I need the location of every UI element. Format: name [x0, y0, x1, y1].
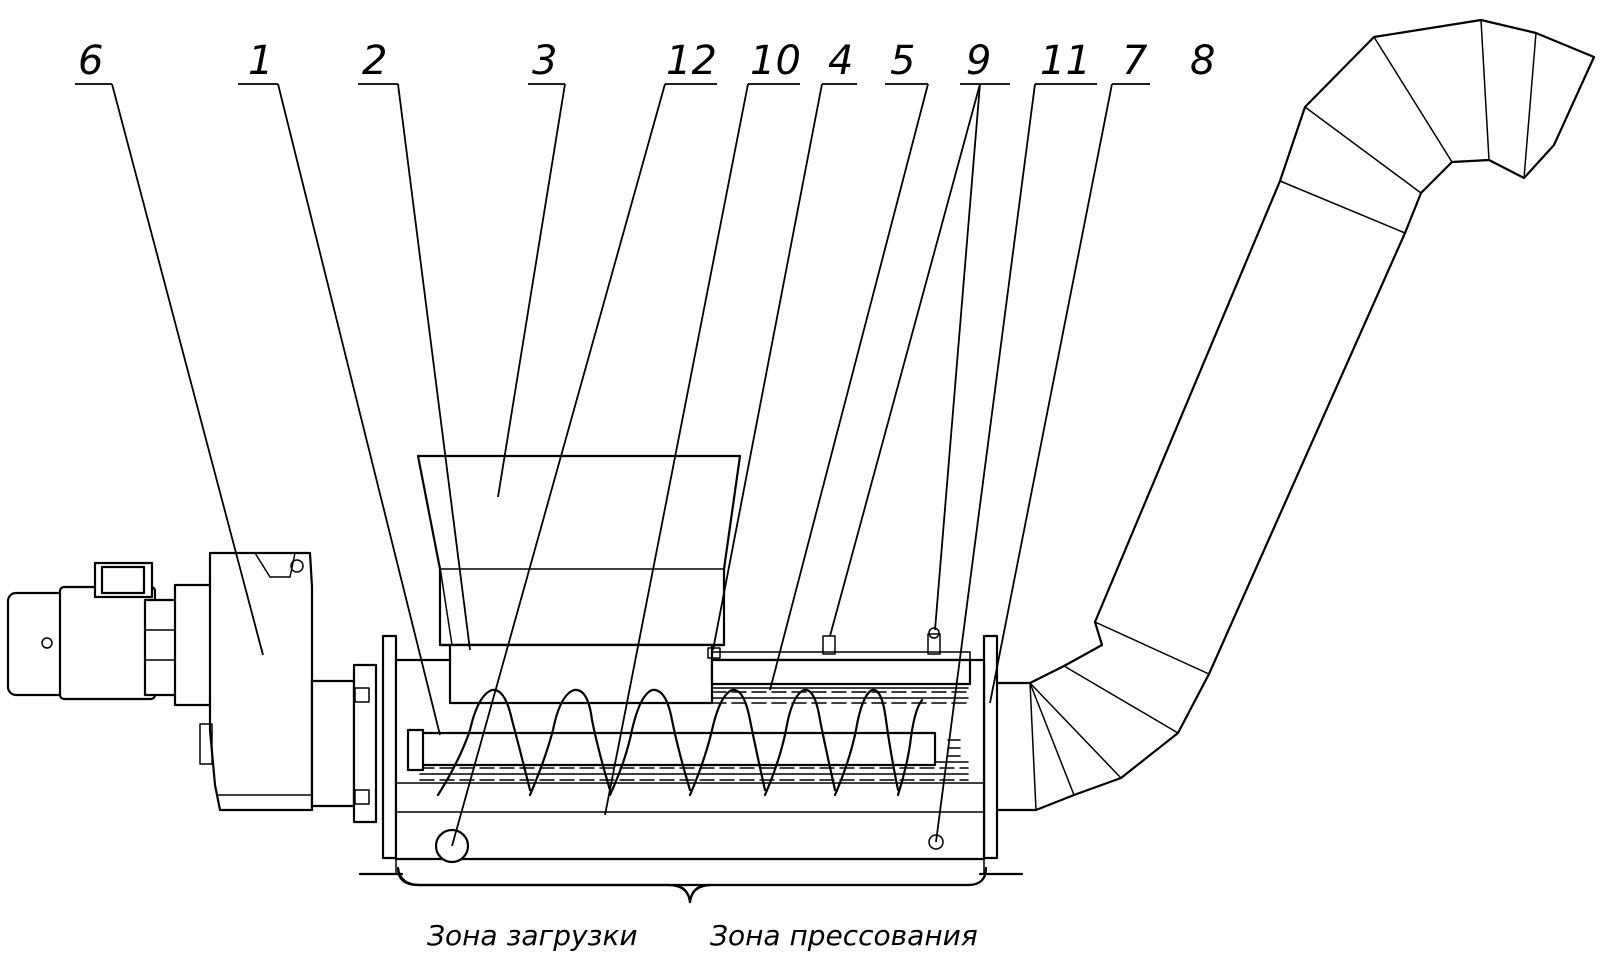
electric-motor: [6, 561, 217, 707]
gearbox: [199, 551, 378, 824]
callout-8: 8: [1190, 38, 1215, 84]
callout-6: 6: [78, 38, 103, 84]
callout-9: 9: [966, 38, 991, 84]
leader-lines: [75, 83, 1150, 847]
sensor-port: [928, 834, 944, 850]
screw-shaft: [406, 728, 937, 772]
screw-flights: [436, 688, 924, 797]
outlet-chute: [993, 18, 1596, 812]
press-cover: [710, 627, 972, 686]
callout-2: 2: [362, 38, 387, 84]
callout-1: 1: [248, 38, 273, 84]
callout-7: 7: [1122, 38, 1148, 84]
callout-4: 4: [828, 38, 853, 84]
callout-numbers: 6 1 2 3 12 10 4 5 9 11 7 8: [78, 38, 1215, 84]
callout-12: 12: [666, 38, 717, 84]
zone-labels: Зона загрузки Зона прессования: [427, 919, 978, 952]
zone-braces: [396, 866, 988, 904]
callout-3: 3: [532, 38, 557, 84]
loading-zone-label: Зона загрузки: [427, 919, 638, 952]
loading-hopper: [416, 454, 742, 705]
callout-5: 5: [890, 38, 915, 84]
callout-10: 10: [750, 38, 801, 84]
callout-11: 11: [1040, 38, 1091, 84]
pressing-zone-label: Зона прессования: [710, 919, 978, 952]
